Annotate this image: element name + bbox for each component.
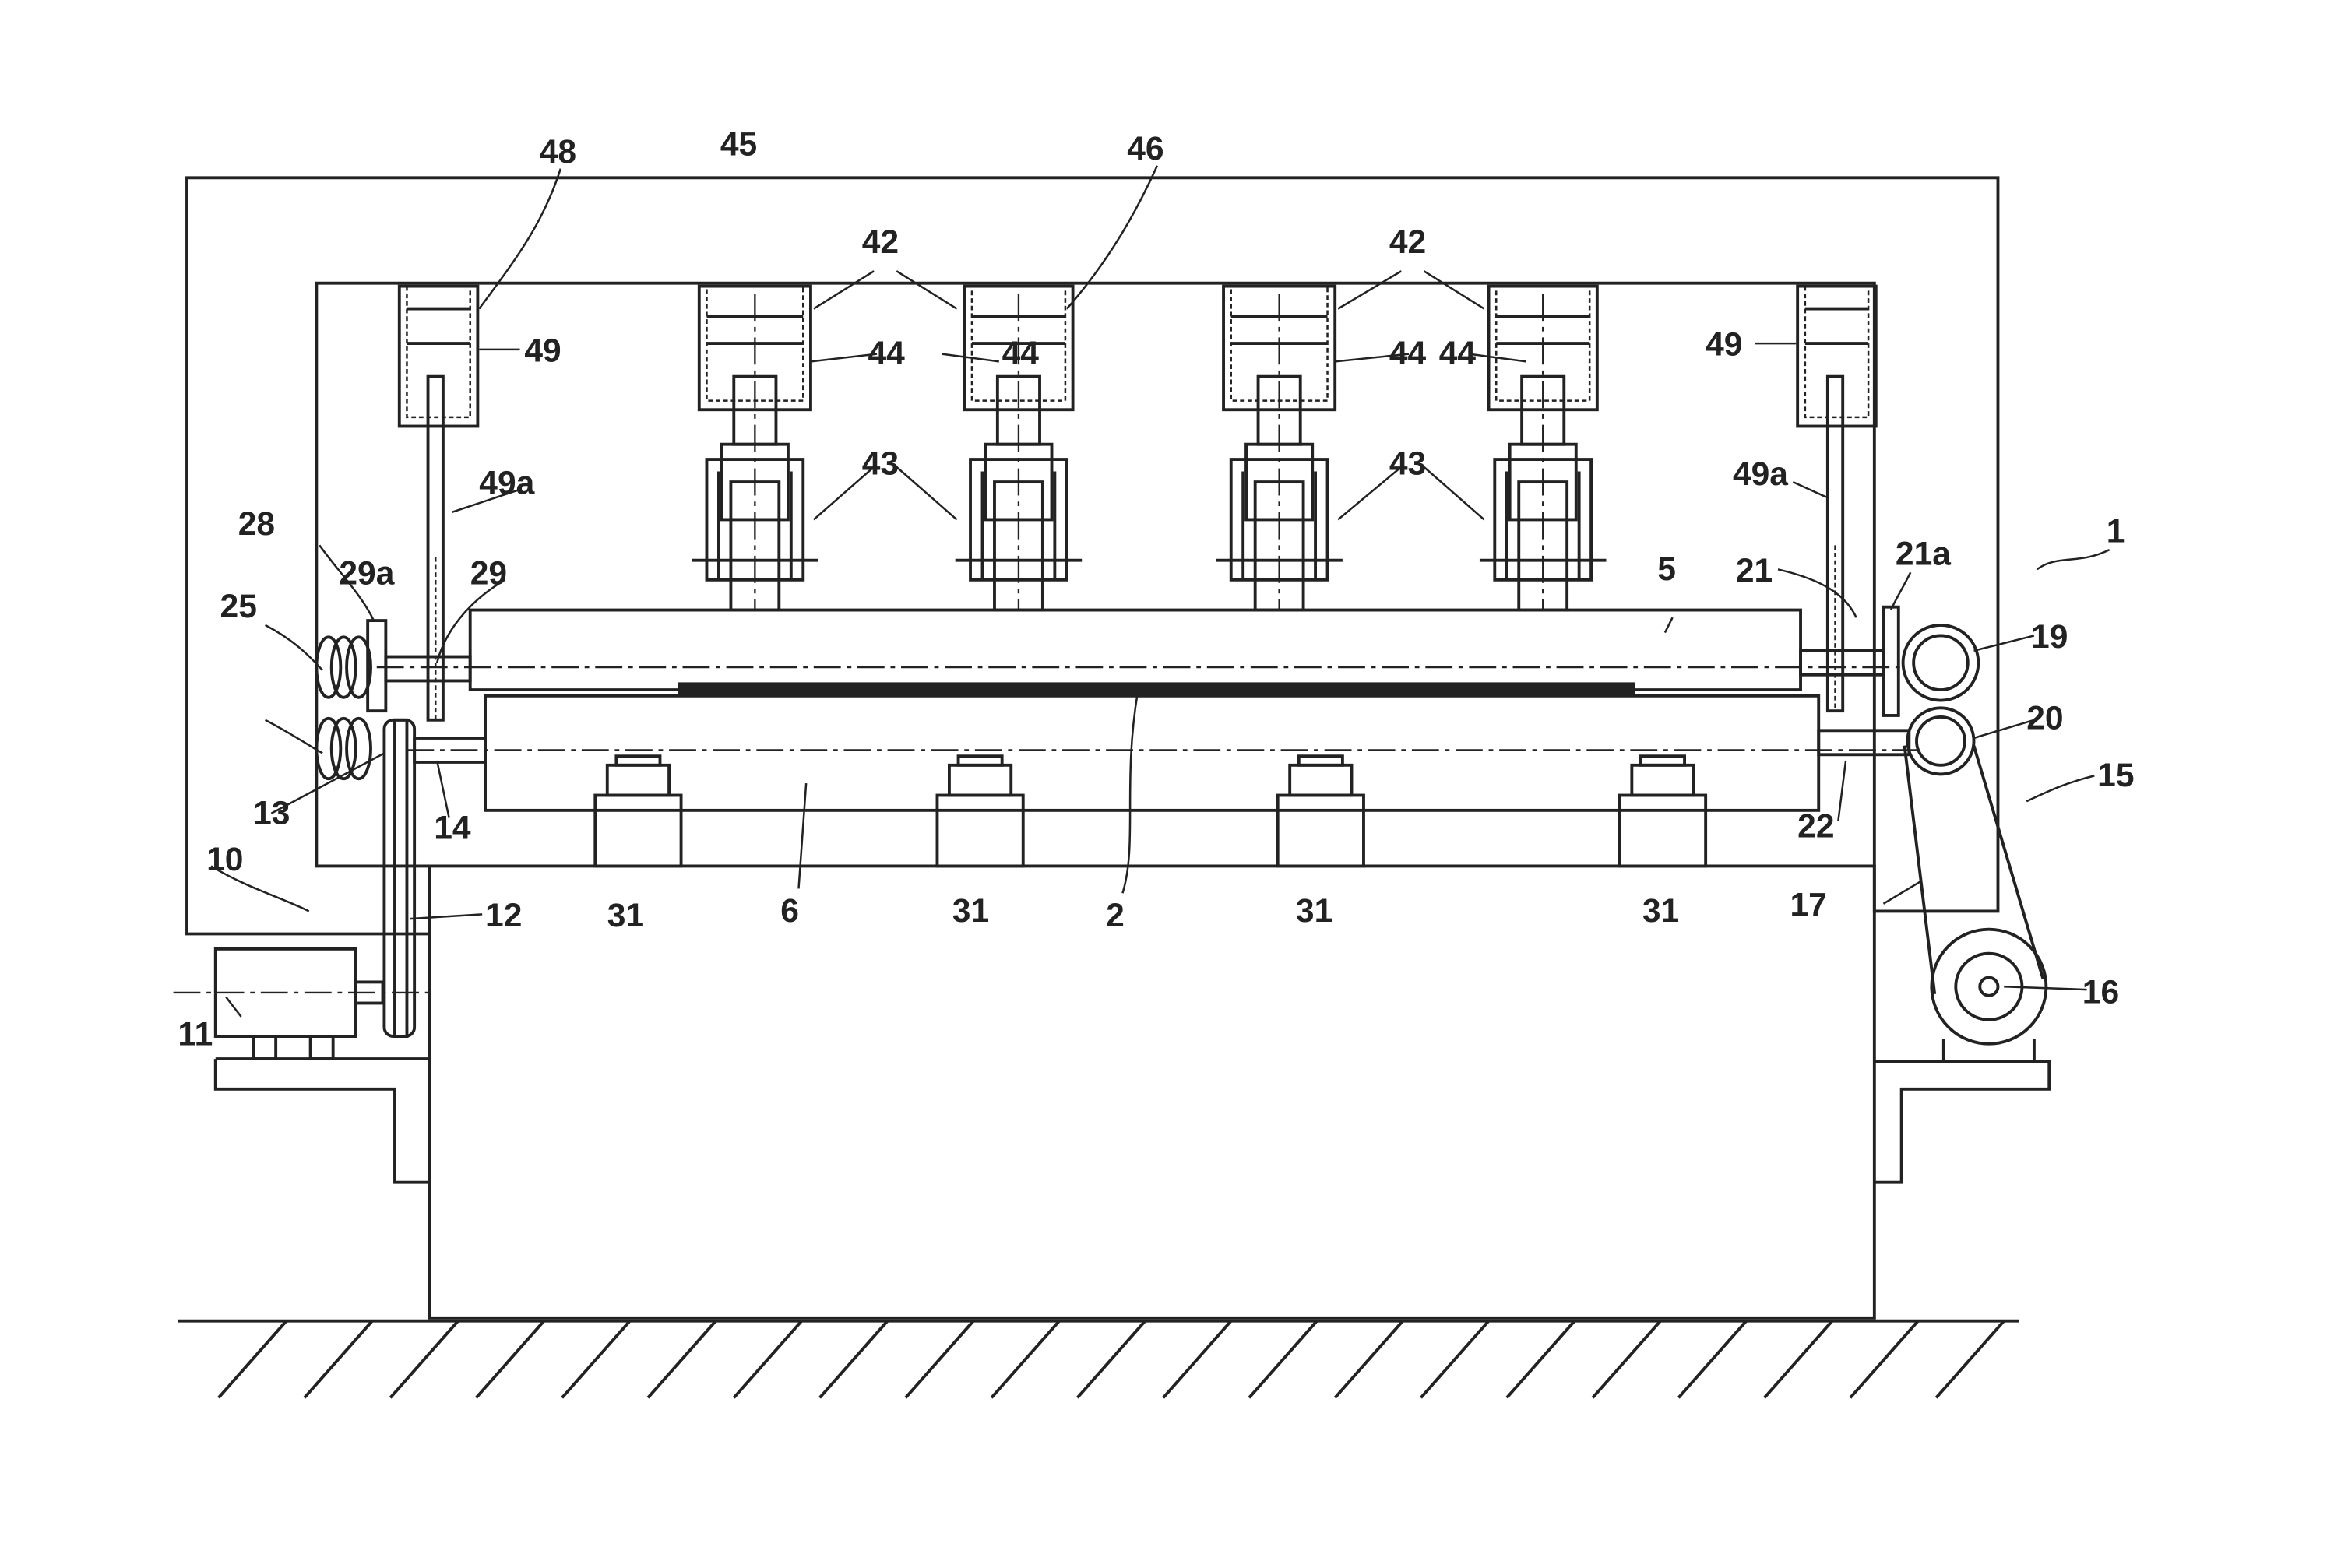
ground xyxy=(178,1319,2019,1399)
lower-roll xyxy=(484,694,1821,812)
label-45: 45 xyxy=(720,125,757,163)
label-16: 16 xyxy=(2082,973,2119,1011)
label-43: 43 xyxy=(862,445,899,482)
press-cylinder xyxy=(1216,284,1343,612)
right-drive xyxy=(1901,623,2048,1062)
label-31: 31 xyxy=(1296,892,1332,930)
sheet-strip xyxy=(678,682,1635,694)
label-43: 43 xyxy=(1389,445,1426,482)
hold-cylinder xyxy=(397,284,480,428)
label-44: 44 xyxy=(1389,335,1427,372)
label-42: 42 xyxy=(1389,223,1426,261)
label-48: 48 xyxy=(540,133,576,171)
hold-cylinder xyxy=(1796,284,1878,428)
label-17: 17 xyxy=(1790,886,1826,923)
roll-support xyxy=(935,754,1025,868)
label-49: 49 xyxy=(1706,326,1742,364)
machine-base xyxy=(428,864,1876,1320)
pulley-stack xyxy=(315,619,388,781)
label-44: 44 xyxy=(1439,335,1477,372)
piston-rod-right xyxy=(1825,374,1845,713)
label-29a: 29a xyxy=(339,555,394,592)
label-5: 5 xyxy=(1657,550,1676,588)
label-2: 2 xyxy=(1106,897,1125,934)
label-46: 46 xyxy=(1127,130,1163,167)
label-20: 20 xyxy=(2026,699,2063,737)
belt-drive-left xyxy=(382,718,417,1038)
piston-rod-left xyxy=(426,374,445,722)
label-29: 29 xyxy=(470,555,507,592)
label-21a: 21a xyxy=(1896,536,1951,573)
upper-roll xyxy=(468,608,1802,692)
label-42: 42 xyxy=(862,223,899,261)
press-cylinder xyxy=(1479,284,1607,612)
roll-support xyxy=(593,754,683,868)
label-22: 22 xyxy=(1797,808,1834,846)
right-bracket xyxy=(1874,1060,2051,1184)
reference-numerals: 48 45 46 42 42 49 49 44 44 44 44 49a 49a… xyxy=(178,125,2134,1053)
roll-support xyxy=(1276,754,1365,868)
label-31: 31 xyxy=(1642,892,1679,930)
label-14: 14 xyxy=(434,810,471,847)
machine-frame xyxy=(185,176,2000,936)
label-31: 31 xyxy=(952,892,989,930)
label-49: 49 xyxy=(524,332,561,369)
label-19: 19 xyxy=(2031,618,2068,656)
press-cylinder xyxy=(692,284,818,612)
left-bracket xyxy=(213,1057,430,1184)
label-21: 21 xyxy=(1736,552,1773,589)
label-49a: 49a xyxy=(479,465,534,502)
label-15: 15 xyxy=(2097,757,2134,794)
label-49a: 49a xyxy=(1733,455,1788,493)
label-1: 1 xyxy=(2107,512,2125,550)
label-6: 6 xyxy=(780,892,799,930)
label-25: 25 xyxy=(220,588,257,625)
label-31: 31 xyxy=(607,897,644,934)
label-28: 28 xyxy=(238,505,275,543)
label-10: 10 xyxy=(206,841,243,878)
press-cylinder xyxy=(955,284,1083,612)
label-11: 11 xyxy=(178,1016,213,1053)
label-44: 44 xyxy=(868,335,905,372)
roll-support xyxy=(1618,754,1708,868)
label-44: 44 xyxy=(1002,335,1040,372)
flange-21a xyxy=(1882,605,1900,717)
label-13: 13 xyxy=(253,794,290,831)
label-12: 12 xyxy=(485,897,522,934)
